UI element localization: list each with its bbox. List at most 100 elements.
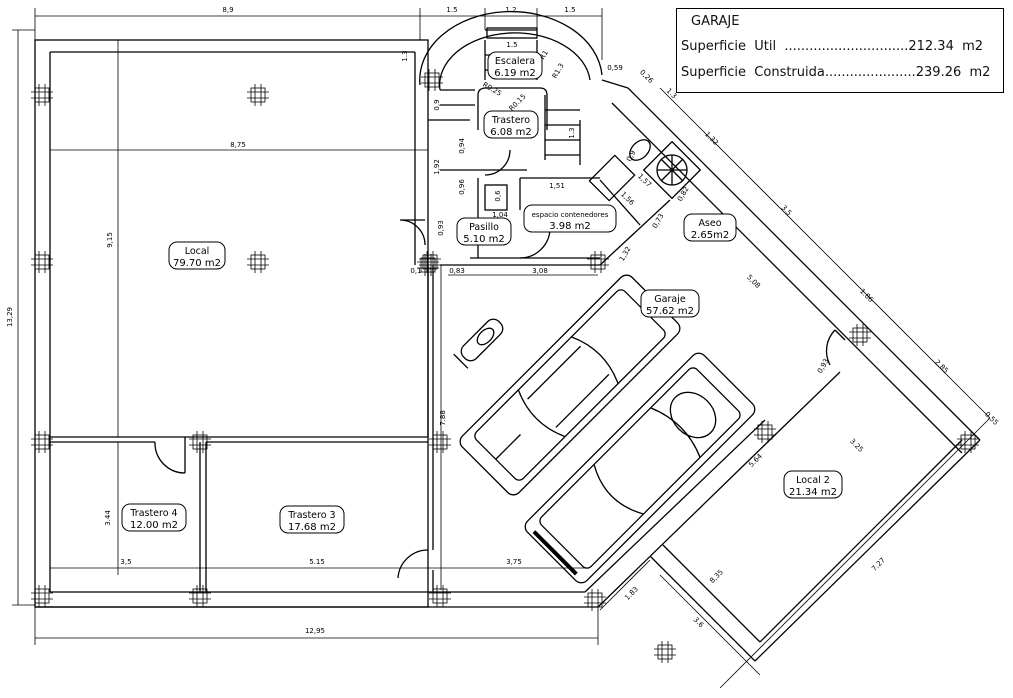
dimension-label: 5.64 xyxy=(747,452,764,469)
column-marker xyxy=(754,421,776,443)
column-marker xyxy=(189,431,211,453)
dimension-label: 0,82 xyxy=(676,185,691,203)
dimension-label: 1.5 xyxy=(506,41,517,49)
room-area: 21.34 m2 xyxy=(789,487,837,498)
dimension-label: 1.86 xyxy=(858,287,875,304)
room-label: Local 2 21.34 m2 xyxy=(783,470,843,499)
walls xyxy=(34,10,981,662)
room-area: 79.70 m2 xyxy=(173,258,221,269)
dimension-label: 0,1 xyxy=(410,267,421,275)
room-labels: Local 79.70 m2 Escalera 6.19 m2 Trastero… xyxy=(121,51,843,534)
room-label-frame xyxy=(783,470,843,499)
room-label-frame xyxy=(640,289,700,318)
dimension-label: 7.88 xyxy=(439,410,447,426)
info-title: GARAJE xyxy=(691,14,740,29)
column-marker xyxy=(247,251,269,273)
dimension-label: 0,6 xyxy=(494,190,502,202)
superficie-construida: Superficie Construida...................… xyxy=(681,65,991,80)
column-marker xyxy=(584,589,606,611)
room-area: 5.10 m2 xyxy=(463,234,505,245)
column-marker xyxy=(429,431,451,453)
room-label-frame xyxy=(523,204,617,233)
room-name: Escalera xyxy=(495,56,535,67)
room-name: Trastero 3 xyxy=(287,510,335,521)
car-icon xyxy=(524,352,756,584)
dimension-label: 3.5 xyxy=(780,204,794,218)
room-label: Escalera 6.19 m2 xyxy=(487,51,543,80)
dimension-label: 1,51 xyxy=(549,182,565,190)
room-area: 12.00 m2 xyxy=(130,520,178,531)
column-marker xyxy=(849,324,871,346)
dimension-label: 5,08 xyxy=(745,273,762,290)
column-marker xyxy=(957,431,979,453)
room-name: Local 2 xyxy=(796,475,830,486)
room-label: Trastero 3 17.68 m2 xyxy=(279,505,345,534)
dimension-label: 9,15 xyxy=(106,232,114,248)
dimension-label: R1 xyxy=(538,49,550,61)
room-area: 6.19 m2 xyxy=(494,68,536,79)
dimension-label: 3,08 xyxy=(532,267,548,275)
room-label: Trastero 6.08 m2 xyxy=(483,110,539,139)
dimension-label: 3,75 xyxy=(506,558,522,566)
room-label-frame xyxy=(483,110,539,139)
dimension-label: 1,32 xyxy=(618,245,633,263)
dimension-label: 5.15 xyxy=(309,558,325,566)
dimension-label: 7.27 xyxy=(870,556,887,573)
dimension-label: 3.44 xyxy=(104,510,112,526)
room-area: 3.98 m2 xyxy=(549,221,591,232)
dimension-label: 1.32 xyxy=(703,130,720,147)
dimension-label: 3.6 xyxy=(692,616,706,630)
column-marker xyxy=(31,585,53,607)
motorbike-icon xyxy=(453,318,504,369)
dimension-label: 2.85 xyxy=(933,358,950,375)
dimension-label: R0.15 xyxy=(508,93,528,113)
dimension-label: 8,9 xyxy=(222,6,233,14)
dimension-label: 0,83 xyxy=(449,267,465,275)
dimension-label: 3,5 xyxy=(120,558,131,566)
dimension-label: 8,35 xyxy=(708,568,725,585)
dimension-label: 1.3 xyxy=(401,50,409,61)
room-label-frame xyxy=(456,217,512,246)
dimension-label: 3.25 xyxy=(848,437,865,454)
structural-columns xyxy=(31,69,979,663)
column-marker xyxy=(587,251,609,273)
room-label-frame xyxy=(279,505,345,534)
superficie-util: Superficie Util ........................… xyxy=(681,39,984,54)
room-label-frame xyxy=(487,51,543,80)
room-name: Pasillo xyxy=(469,222,499,233)
room-label-frame xyxy=(168,241,226,270)
dimension-label: 0,9 xyxy=(433,99,441,110)
dimension-label: 0,59 xyxy=(607,64,623,72)
room-label-frame xyxy=(683,213,737,242)
dimension-label: 1,92 xyxy=(433,159,441,175)
dimension-label: 0,26 xyxy=(638,68,655,85)
room-name: Local xyxy=(185,246,210,257)
room-label: Aseo 2.65m2 xyxy=(683,213,737,242)
dimension-label: 1.3 xyxy=(568,127,576,138)
dimension-label: 13,29 xyxy=(6,307,14,327)
dimension-label: 1.2 xyxy=(505,6,516,14)
dimension-label: 0,94 xyxy=(458,138,466,154)
dimension-labels: 8,9 1.5 1.2 1.5 13,29 1.3 8,75 9,15 0,9 0,94 1,92 0… xyxy=(6,6,1000,635)
dimension-label: 1.5 xyxy=(446,6,457,14)
dimension-label: 0.55 xyxy=(983,410,1000,427)
column-marker xyxy=(31,84,53,106)
dimension-label: 1.5 xyxy=(564,6,575,14)
column-marker xyxy=(654,641,676,663)
dimension-lines xyxy=(12,8,991,689)
room-area: 2.65m2 xyxy=(691,230,729,241)
dimension-label: 12,95 xyxy=(305,627,325,635)
room-name: espacio contenedores xyxy=(532,211,609,219)
room-name: Garaje xyxy=(654,294,686,305)
dimension-label: 1,04 xyxy=(492,211,508,219)
dimension-label: R1.3 xyxy=(551,62,566,80)
room-area: 17.68 m2 xyxy=(288,522,336,533)
room-label: Trastero 4 12.00 m2 xyxy=(121,503,187,532)
dimension-label: 1,57 xyxy=(636,172,653,189)
column-marker xyxy=(429,585,451,607)
room-label: Garaje 57.62 m2 xyxy=(640,289,700,318)
dimension-label: R0.25 xyxy=(481,81,503,98)
column-marker xyxy=(189,585,211,607)
dimension-label: 8,75 xyxy=(230,141,246,149)
